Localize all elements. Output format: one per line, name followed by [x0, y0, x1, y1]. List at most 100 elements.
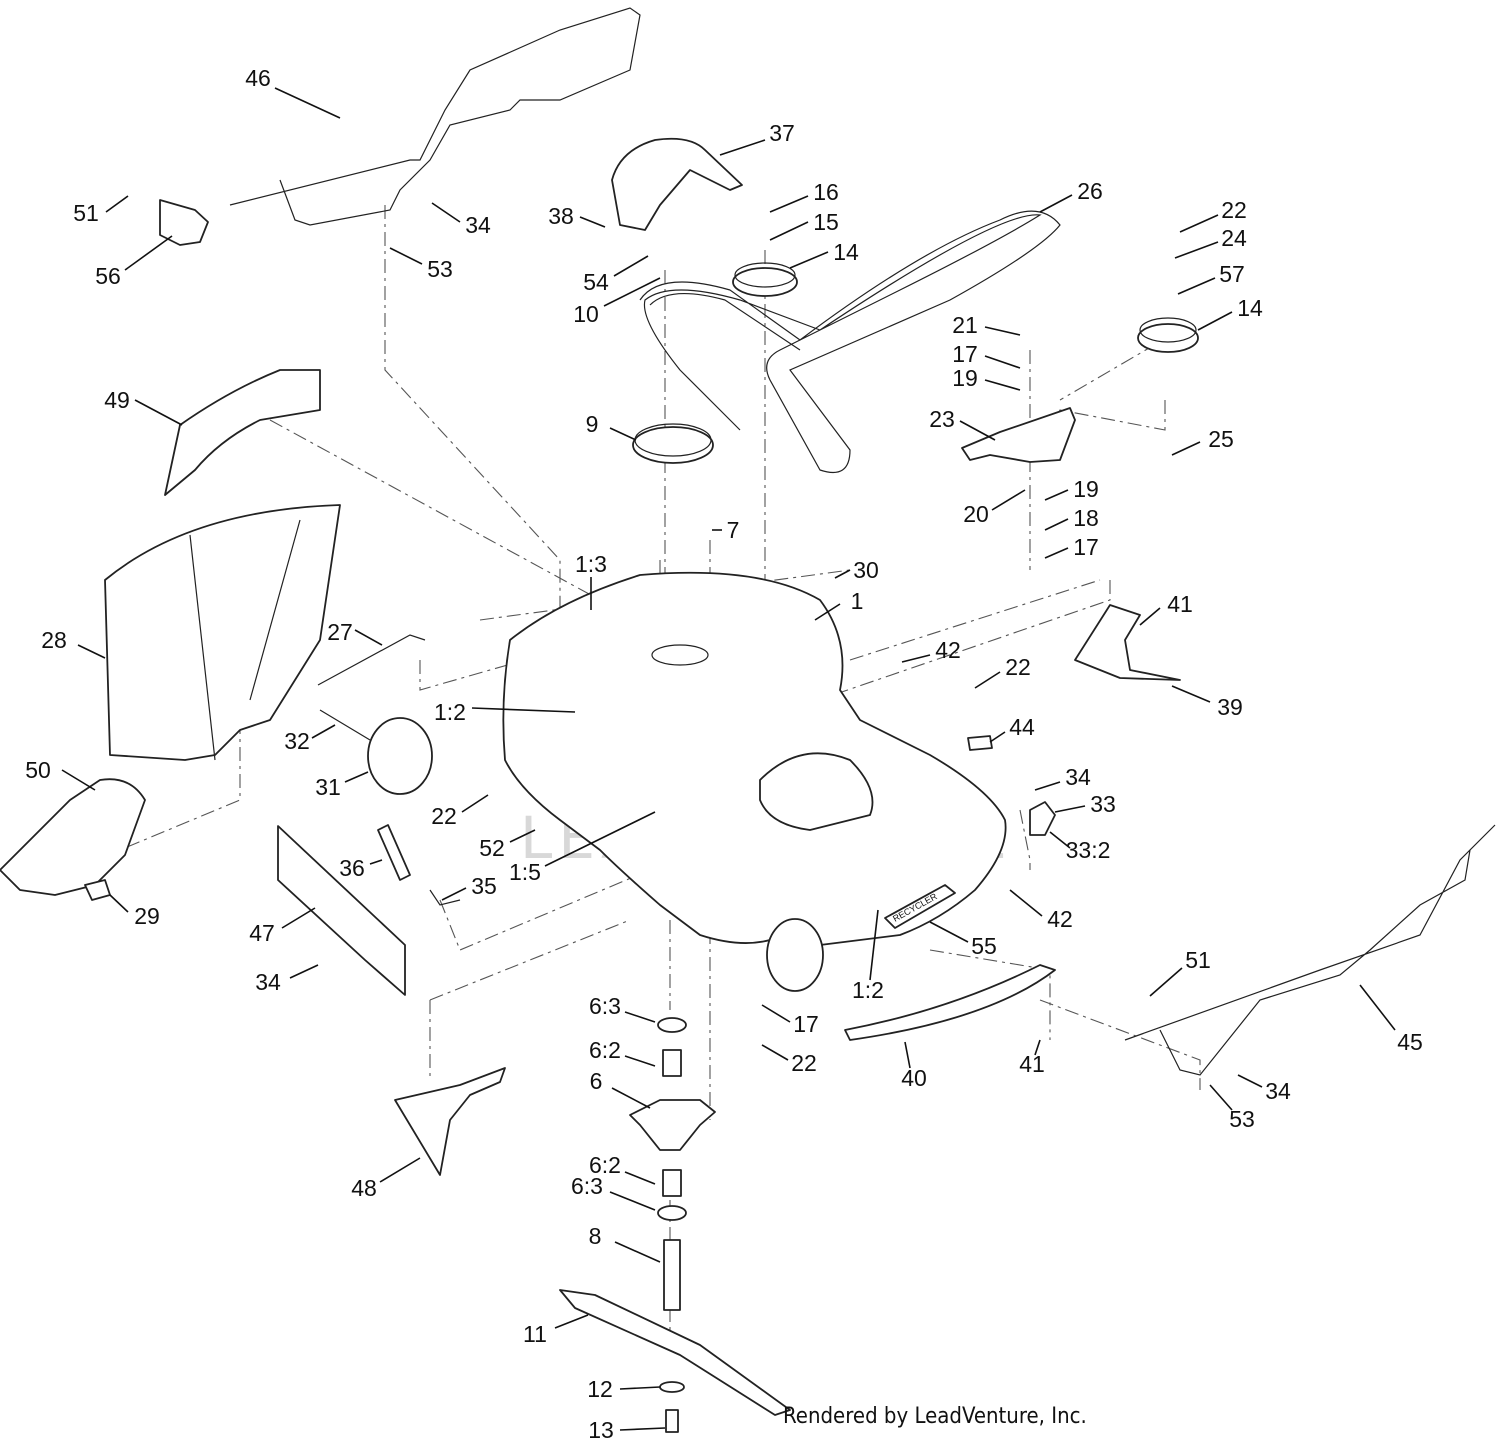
callout-6-2: 6:2 [589, 1152, 621, 1178]
callout-1-5: 1:5 [509, 859, 541, 885]
callout-11: 11 [523, 1321, 547, 1347]
callout-1: 1 [851, 588, 864, 614]
part-14-idler-pulley-right [1137, 323, 1199, 353]
part-12-washer [659, 1381, 685, 1393]
callout-22: 22 [431, 803, 457, 829]
callout-leader [379, 1157, 421, 1183]
callout-1-2: 1:2 [852, 977, 884, 1003]
part-6-2-spacer-lower [662, 1169, 682, 1197]
callout-46: 46 [245, 65, 271, 91]
callout-leader [603, 277, 661, 307]
callout-51: 51 [73, 200, 99, 226]
callout-20: 20 [963, 501, 989, 527]
part-13-bolt [665, 1409, 679, 1433]
callout-leader [1054, 805, 1086, 813]
callout-leader [974, 671, 1001, 689]
callout-17: 17 [793, 1011, 819, 1037]
callout-leader [1034, 1039, 1041, 1056]
part-deck-rear-wheel [766, 918, 824, 992]
callout-leader [134, 399, 183, 426]
part-35-rod [429, 889, 461, 906]
callout-leader [554, 1314, 589, 1329]
callout-34: 34 [465, 212, 491, 238]
callout-51: 51 [1185, 947, 1211, 973]
part-1-deck-spindle-hole [651, 644, 709, 666]
callout-45: 45 [1397, 1029, 1423, 1055]
callout-leader [431, 202, 461, 223]
callout-leader [1049, 831, 1071, 849]
callout-48: 48 [351, 1175, 377, 1201]
part-14-idler-pulley [732, 267, 798, 297]
callout-leader [614, 1241, 661, 1263]
callout-leader [544, 811, 656, 867]
callout-leader [1209, 1084, 1233, 1111]
callout-leader [609, 427, 637, 441]
callout-16: 16 [813, 179, 839, 205]
callout-leader [1044, 547, 1069, 559]
callout-leader [354, 629, 383, 646]
callout-19: 19 [1073, 476, 1099, 502]
callout-33-2: 33:2 [1066, 837, 1111, 863]
part-49-mulch-plate [164, 369, 321, 496]
callout-21: 21 [952, 312, 978, 338]
callout-leader [1197, 311, 1233, 331]
callout-leader [289, 964, 319, 979]
callout-13: 13 [588, 1417, 614, 1442]
callout-leader [1009, 889, 1043, 917]
part-33-bracket [1029, 801, 1056, 836]
part-36-spring [377, 824, 411, 881]
callout-19: 19 [952, 365, 978, 391]
callout-34: 34 [1065, 764, 1091, 790]
callout-31: 31 [315, 774, 341, 800]
part-28-discharge-chute [104, 504, 341, 761]
callout-leader [344, 771, 369, 783]
callout-leader [1171, 685, 1211, 703]
callout-leader [1139, 607, 1161, 626]
callout-leader [769, 195, 809, 213]
callout-leader [1149, 967, 1183, 997]
callout-leader [984, 326, 1021, 336]
part-32-wheel-bolt [319, 709, 371, 741]
callout-40: 40 [901, 1065, 927, 1091]
part-28-chute-frame [189, 519, 301, 761]
callout-24: 24 [1221, 225, 1247, 251]
callout-14: 14 [1237, 295, 1263, 321]
callout-leader [124, 235, 173, 271]
callout-leader [61, 769, 96, 791]
credit-text: Rendered by LeadVenture, Inc. [783, 1404, 1087, 1429]
callout-44: 44 [1009, 714, 1035, 740]
callout-54: 54 [583, 269, 609, 295]
part-8-spindle-shaft [663, 1239, 681, 1311]
callout-35: 35 [471, 873, 497, 899]
callout-leader [814, 603, 841, 621]
callout-55: 55 [971, 933, 997, 959]
part-56-bracket [159, 199, 209, 246]
callout-6-2: 6:2 [589, 1037, 621, 1063]
part-6-2-spacer [662, 1049, 682, 1077]
part-55-decal [884, 884, 956, 929]
callout-10: 10 [573, 301, 599, 327]
callout-leader [1179, 214, 1219, 233]
callout-18: 18 [1073, 505, 1099, 531]
callout-leader [984, 355, 1021, 369]
callout-26: 26 [1077, 178, 1103, 204]
callout-leader [1359, 984, 1396, 1031]
callout-42: 42 [935, 637, 961, 663]
callout-23: 23 [929, 406, 955, 432]
part-27-rod [317, 634, 426, 686]
callout-6-3: 6:3 [589, 993, 621, 1019]
callout-42: 42 [1047, 906, 1073, 932]
callout-37: 37 [769, 120, 795, 146]
part-6-3-bearing-lower [657, 1205, 687, 1221]
callout-22: 22 [1221, 197, 1247, 223]
callout-leader [904, 1041, 911, 1069]
part-46-lift-rod [229, 7, 641, 226]
callout-38: 38 [548, 203, 574, 229]
callout-leader [509, 829, 536, 843]
callout-leader [1177, 277, 1216, 295]
part-14-idler-pulley-hub [734, 262, 796, 288]
callout-leader [1044, 489, 1069, 501]
callout-leader [761, 1004, 791, 1023]
part-26-drive-belt-inner [649, 293, 801, 351]
